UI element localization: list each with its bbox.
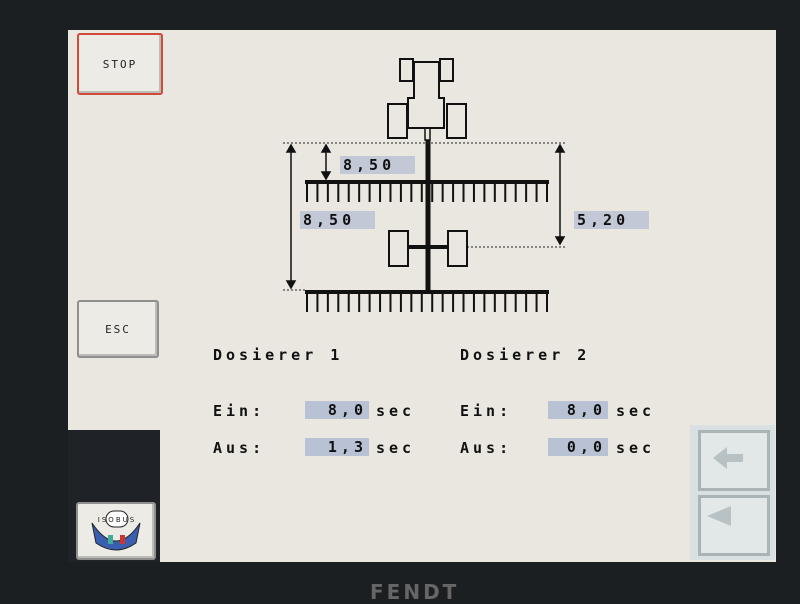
isobus-button[interactable]: ISOBUS [76, 502, 156, 560]
isobus-logo-icon: ISOBUS [91, 510, 141, 551]
wheel-axle-icon [388, 230, 468, 267]
rear-tool-bar [305, 290, 549, 312]
dosierer2-aus-label: Aus: [460, 439, 513, 457]
dosierer2-aus-input[interactable]: 0,0 [548, 438, 608, 456]
total-distance-value[interactable]: 8,50 [300, 211, 375, 229]
esc-button[interactable]: ESC [77, 300, 159, 358]
top-distance-value[interactable]: 8,50 [340, 156, 415, 174]
page-back-button[interactable] [698, 430, 770, 491]
right-softkey-panel [690, 425, 775, 560]
dimension-arrows [285, 143, 566, 290]
dosierer2-ein-unit: sec [616, 402, 656, 420]
brand-logo: FENDT [370, 580, 460, 604]
dosierer1-aus-input[interactable]: 1,3 [305, 438, 369, 456]
wheel-distance-value[interactable]: 5,20 [574, 211, 649, 229]
dosierer1-aus-unit: sec [376, 439, 416, 457]
front-tool-bar [305, 180, 549, 202]
dosierer2-ein-input[interactable]: 8,0 [548, 401, 608, 419]
arrow-left-icon [713, 447, 743, 469]
dosierer2-aus-unit: sec [616, 439, 656, 457]
dosierer2-title: Dosierer 2 [460, 346, 591, 364]
tractor-icon [387, 58, 467, 139]
dosierer1-ein-input[interactable]: 8,0 [305, 401, 369, 419]
dosierer1-title: Dosierer 1 [213, 346, 344, 364]
page-previous-button[interactable] [698, 495, 770, 556]
dosierer1-ein-unit: sec [376, 402, 416, 420]
dosierer1-aus-label: Aus: [213, 439, 266, 457]
dosierer1-ein-label: Ein: [213, 402, 266, 420]
dosierer2-ein-label: Ein: [460, 402, 513, 420]
svg-text:ISOBUS: ISOBUS [98, 516, 136, 524]
stop-button[interactable]: STOP [77, 33, 163, 95]
arrow-left-icon [707, 506, 731, 526]
